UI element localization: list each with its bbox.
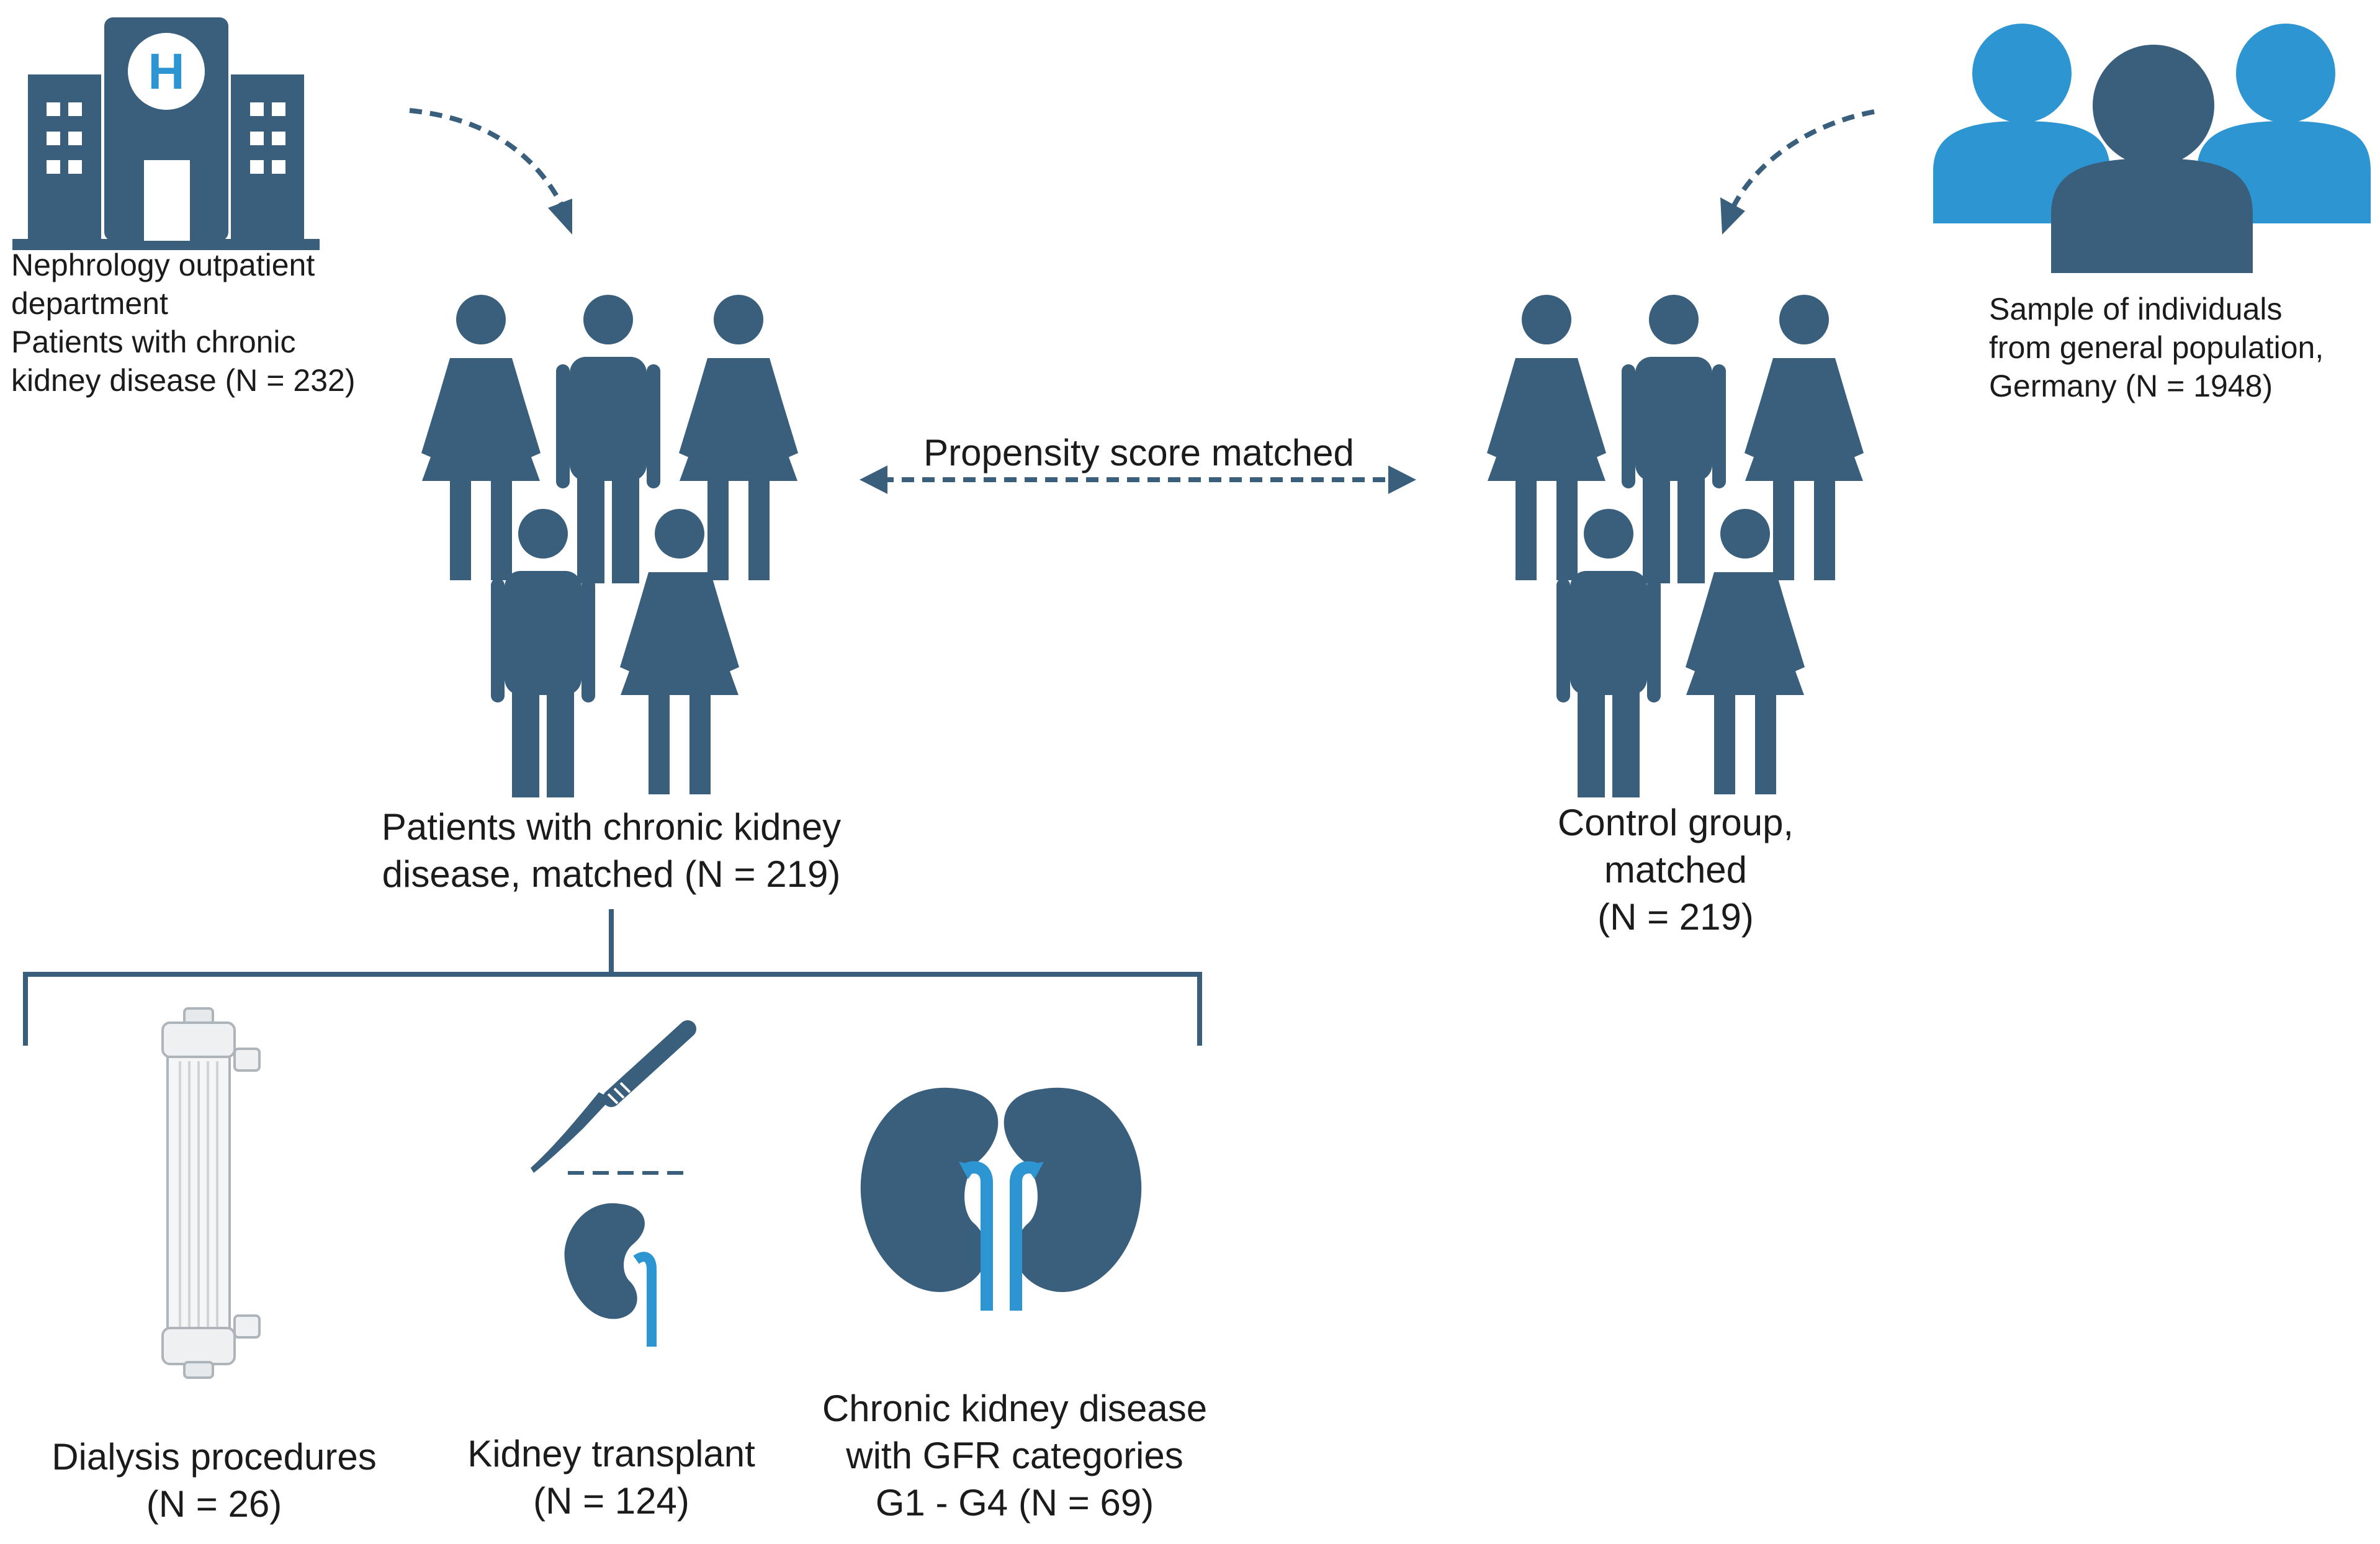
gfr-caption: Chronic kidney disease with GFR categori… [797,1385,1232,1527]
scalpel-kidney-icon [531,1020,696,1347]
hospital-caption: Nephrology outpatient department Patient… [11,246,408,400]
caption-line: Patients with chronic kidney [381,806,842,848]
kidneys-icon [860,1087,1142,1311]
caption-line: from general population, [1989,330,2324,365]
propensity-label: Propensity score matched [923,432,1354,474]
caption-line: (N = 124) [533,1480,689,1522]
propensity-double-arrow [860,465,1416,494]
caption-line: G1 - G4 (N = 69) [875,1482,1154,1524]
arrow-hospital-to-patients [409,108,572,235]
transplant-caption: Kidney transplant (N = 124) [425,1430,797,1525]
ckd-group-caption: Patients with chronic kidney disease, ma… [301,804,922,898]
caption-line: kidney disease (N = 232) [11,363,356,398]
population-caption: Sample of individuals from general popul… [1989,290,2374,405]
caption-line: Nephrology outpatient [11,248,315,282]
caption-line: Control group, [1557,802,1794,843]
caption-line: with GFR categories [846,1435,1183,1476]
dialyzer-icon [161,1007,261,1379]
control-group-caption: Control group, matched (N = 219) [1427,799,1924,941]
caption-line: (N = 26) [146,1483,282,1525]
arrow-population-to-controls [1720,109,1875,235]
dialysis-caption: Dialysis procedures (N = 26) [12,1434,416,1528]
people-group-icon [421,295,798,797]
caption-line: department [11,286,168,321]
caption-line: disease, matched (N = 219) [382,853,841,895]
population-group-icon [1933,24,2371,273]
people-group-icon [1487,295,1864,797]
caption-line: Dialysis procedures [52,1436,377,1478]
caption-line: Patients with chronic [11,325,296,359]
caption-line: Sample of individuals [1989,292,2283,326]
hospital-icon: H [12,17,320,250]
caption-line: (N = 219) [1597,896,1754,938]
caption-line: matched [1604,849,1748,891]
caption-line: Chronic kidney disease [822,1388,1208,1429]
svg-text:H: H [148,43,184,100]
caption-line: Germany (N = 1948) [1989,369,2273,403]
caption-line: Kidney transplant [467,1433,755,1474]
subgroup-connector [23,909,1202,1046]
